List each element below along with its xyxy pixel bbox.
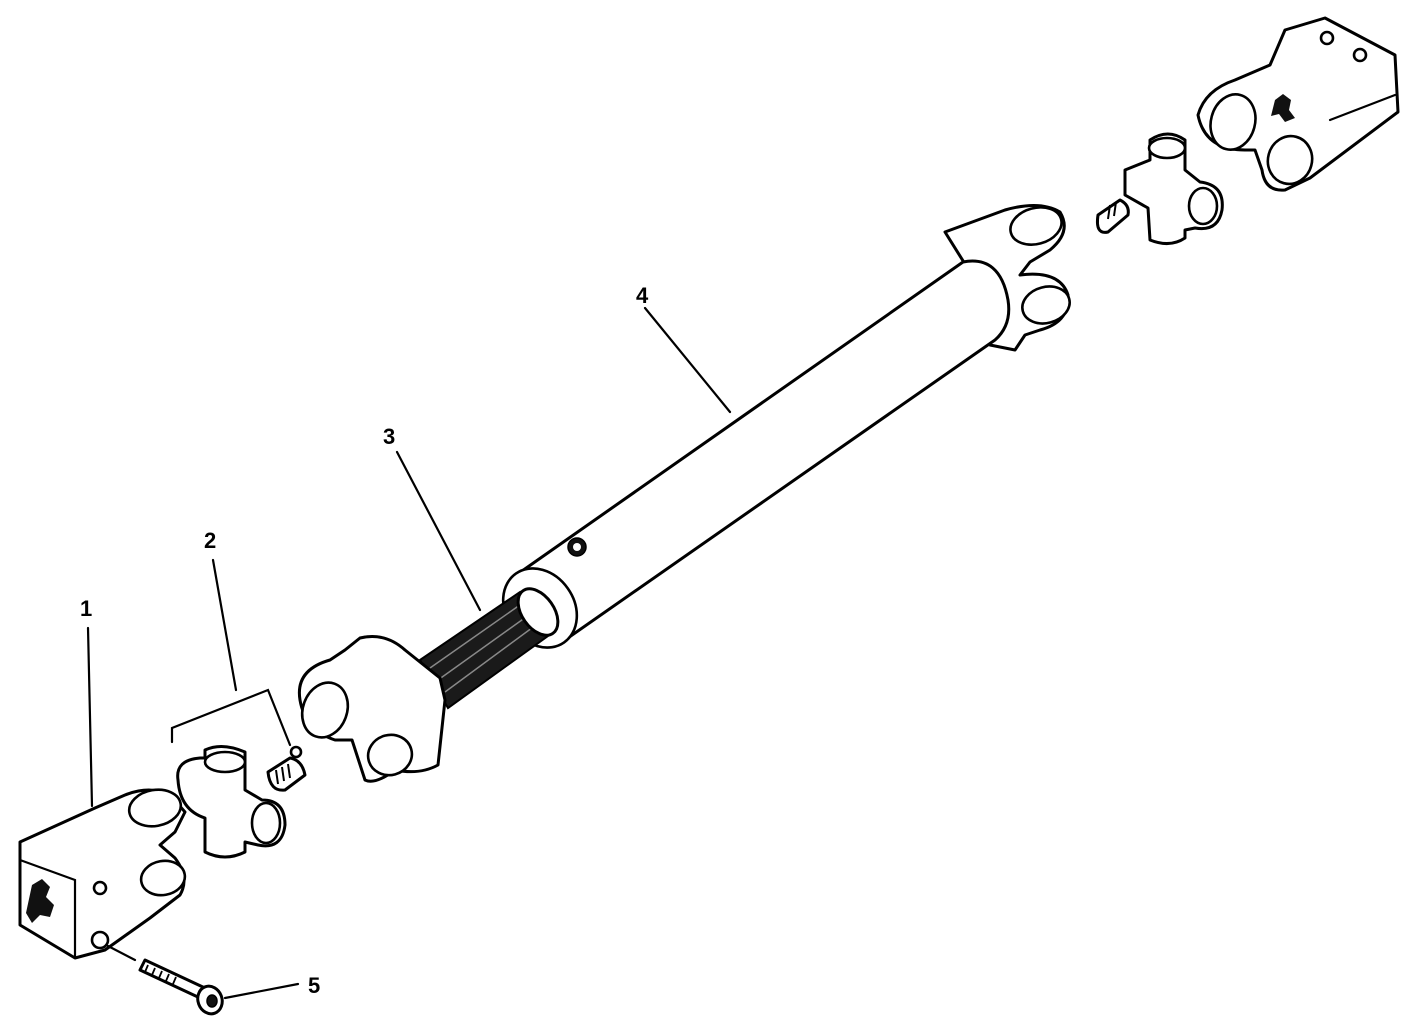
leader-2 [170,558,292,747]
ujoint-upper [1096,132,1224,245]
slip-yoke-hole-upper [300,681,350,739]
end-yoke-upper-hole-a [1209,93,1257,151]
leader-3 [395,450,482,612]
clamp-bolt [106,944,224,1016]
leader-5 [223,982,300,1000]
tube-body [506,259,1011,645]
end-yoke-lower-hole-a [127,788,183,828]
ujoint-lower-grease-fitting [266,756,307,792]
end-yoke-lower-body [18,788,187,960]
splined-shaft-end [516,587,560,637]
slip-yoke [297,587,560,783]
leader-lines [86,306,732,1000]
bolt-shank [138,958,207,1000]
ujoint-lower [176,745,307,859]
callout-1: 1 [80,596,92,621]
tube-yoke-hole-lower [1021,285,1071,325]
end-yoke-lower-splines [26,879,54,923]
tube-assembly [501,204,1071,649]
callout-3: 3 [383,424,395,449]
leader-1 [86,626,94,808]
callout-5: 5 [308,973,320,998]
leader-4 [643,306,732,414]
ujoint-upper-grease-fitting [1096,198,1130,234]
callout-2: 2 [204,528,216,553]
end-yoke-upper [1196,16,1400,192]
end-yoke-upper-splines [1271,94,1295,122]
end-yoke-lower-hole-b [139,859,187,897]
tube-yoke-hole-upper [1009,206,1063,246]
end-yoke-lower [18,788,187,960]
slip-yoke-hole-lower [366,733,414,777]
callout-4: 4 [636,283,649,308]
end-yoke-upper-hole-b [1266,134,1314,186]
